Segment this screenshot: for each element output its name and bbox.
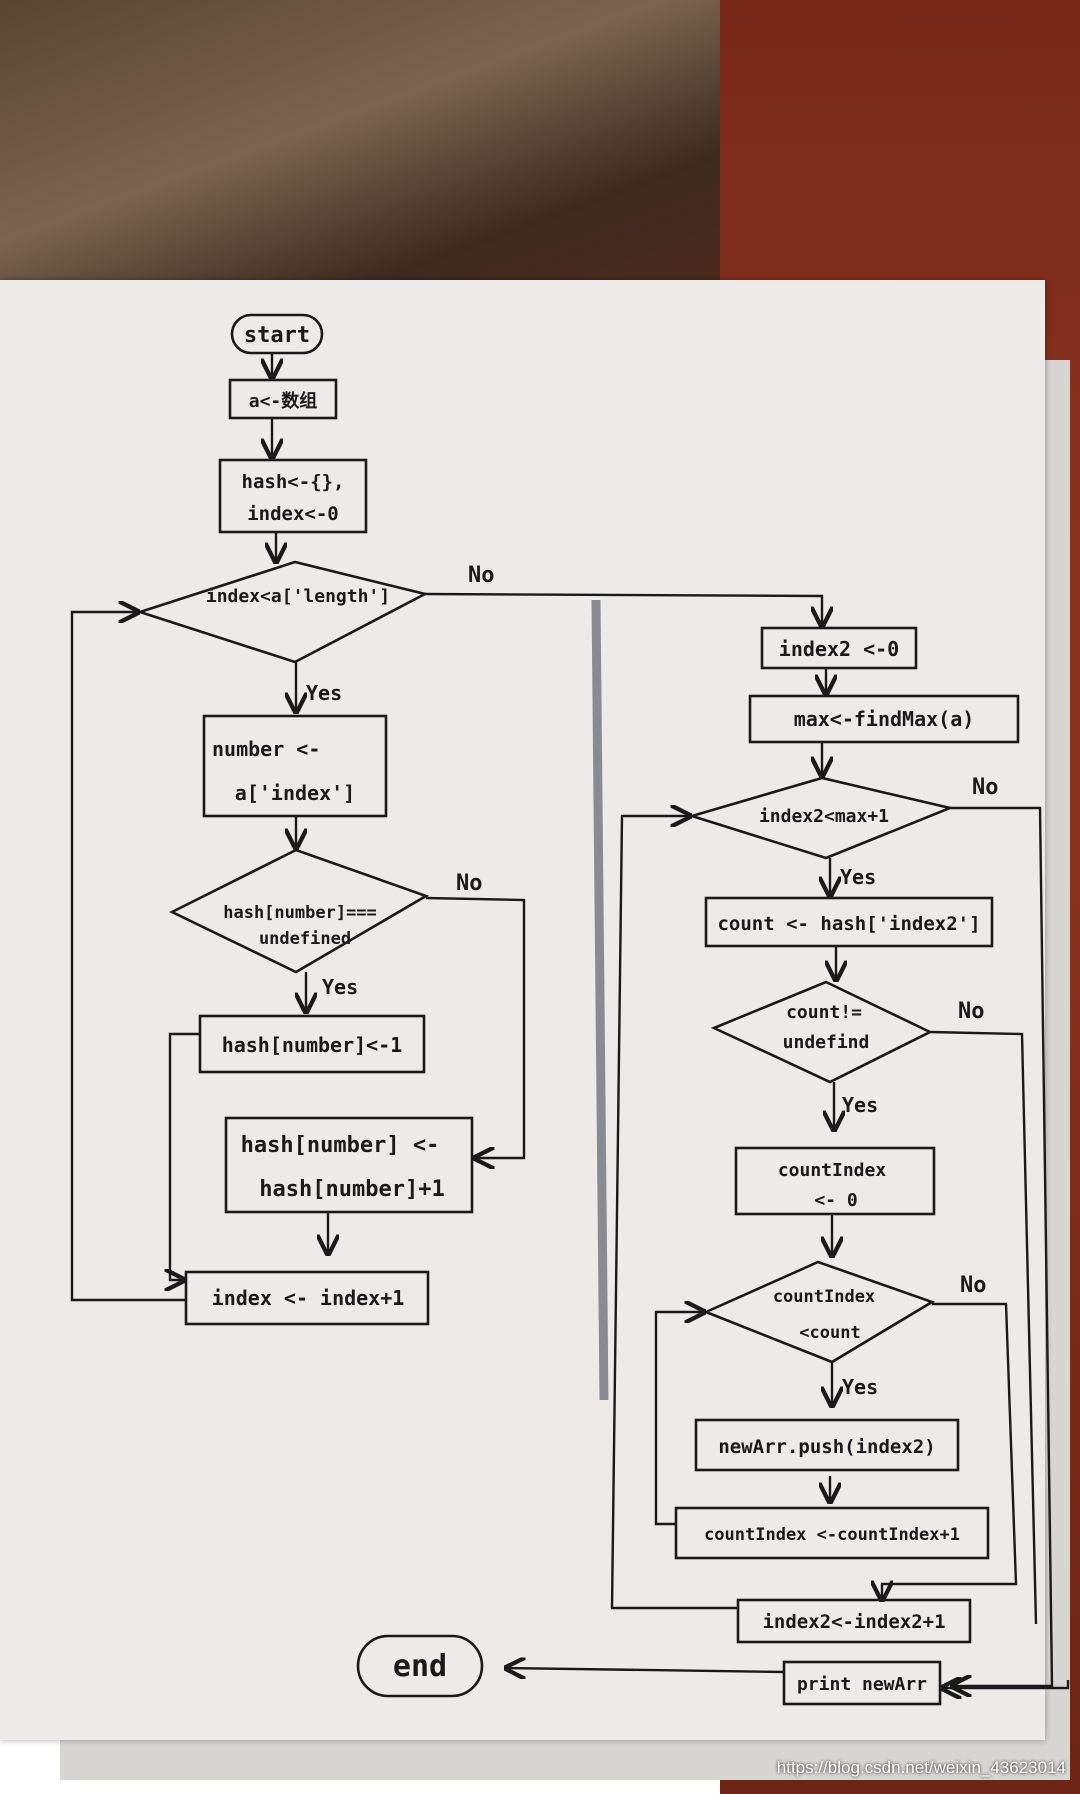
increment-hash-line1: hash[number] <-: [241, 1133, 440, 1158]
push-label: newArr.push(index2): [718, 1436, 935, 1458]
index-increment-label: index <- index+1: [212, 1286, 405, 1310]
decision-count-yes: Yes: [842, 1093, 878, 1117]
find-max-label: max<-findMax(a): [794, 707, 975, 731]
decision-countindex-no: No: [960, 1273, 987, 1298]
decision-index2-yes: Yes: [840, 865, 876, 889]
decision-hash-line1: hash[number]===: [223, 903, 377, 923]
increment-hash-line2: hash[number]+1: [259, 1177, 444, 1202]
print-label: print newArr: [797, 1674, 927, 1695]
decision-countindex-yes: Yes: [842, 1375, 878, 1399]
set-one-label: hash[number]<-1: [222, 1033, 403, 1057]
find-max-box: [748, 694, 1020, 744]
decision-countindex-line2: <count: [799, 1323, 860, 1343]
countindex-incr-box: [674, 1506, 990, 1560]
end-node: [356, 1634, 484, 1698]
countindex-init-line2: <- 0: [814, 1190, 857, 1211]
watermark-url: https://blog.csdn.net/weixin_43623014: [776, 1758, 1066, 1777]
index-increment-box: [184, 1270, 430, 1326]
decision-hash-line2: undefined: [259, 929, 351, 949]
decision-countindex-line1: countIndex: [773, 1287, 875, 1307]
decision-count-no: No: [958, 999, 985, 1024]
push-box: [694, 1418, 960, 1472]
start-label: start: [244, 323, 310, 348]
index2-incr-label: index2<-index2+1: [762, 1611, 945, 1633]
decision-index-yes: Yes: [306, 681, 342, 705]
count-assign-box: [704, 896, 994, 948]
number-assign-line2: a['index']: [235, 781, 355, 805]
paper-sheet: [0, 280, 1045, 1740]
init-hash-line1: hash<-{},: [242, 471, 345, 493]
index2-incr-box: [736, 1598, 972, 1644]
countindex-incr-label: countIndex <-countIndex+1: [704, 1525, 960, 1545]
decision-count-line2: undefind: [783, 1032, 870, 1053]
end-label: end: [393, 1649, 447, 1684]
assign-array-box: [228, 378, 338, 420]
index2-init-label: index2 <-0: [779, 637, 899, 661]
number-assign-line1: number <-: [212, 737, 320, 761]
init-hash-line2: index<-0: [247, 503, 339, 525]
decision-index-length-label: index<a['length']: [206, 586, 390, 607]
center-divider: [591, 599, 609, 1401]
decision-hash-undefined: [169, 848, 430, 974]
index2-init-box: [760, 626, 918, 670]
decision-index-length: [135, 560, 429, 664]
init-hash-box: [218, 458, 368, 534]
assign-array-label: a<-数组: [249, 390, 318, 412]
countindex-init-box: [734, 1146, 936, 1216]
decision-count-line1: count!=: [786, 1002, 862, 1023]
decision-countindex: [702, 1260, 936, 1364]
start-node: [230, 313, 324, 355]
set-one-box: [198, 1014, 426, 1074]
decision-index2-label: index2<max+1: [759, 806, 889, 827]
decision-hash-yes: Yes: [322, 975, 358, 999]
countindex-init-line1: countIndex: [778, 1160, 887, 1181]
count-assign-label: count <- hash['index2']: [717, 913, 980, 935]
decision-hash-no: No: [456, 871, 483, 896]
increment-hash-box: [224, 1116, 474, 1214]
decision-index-no: No: [468, 563, 495, 588]
decision-index2-no: No: [972, 775, 999, 800]
